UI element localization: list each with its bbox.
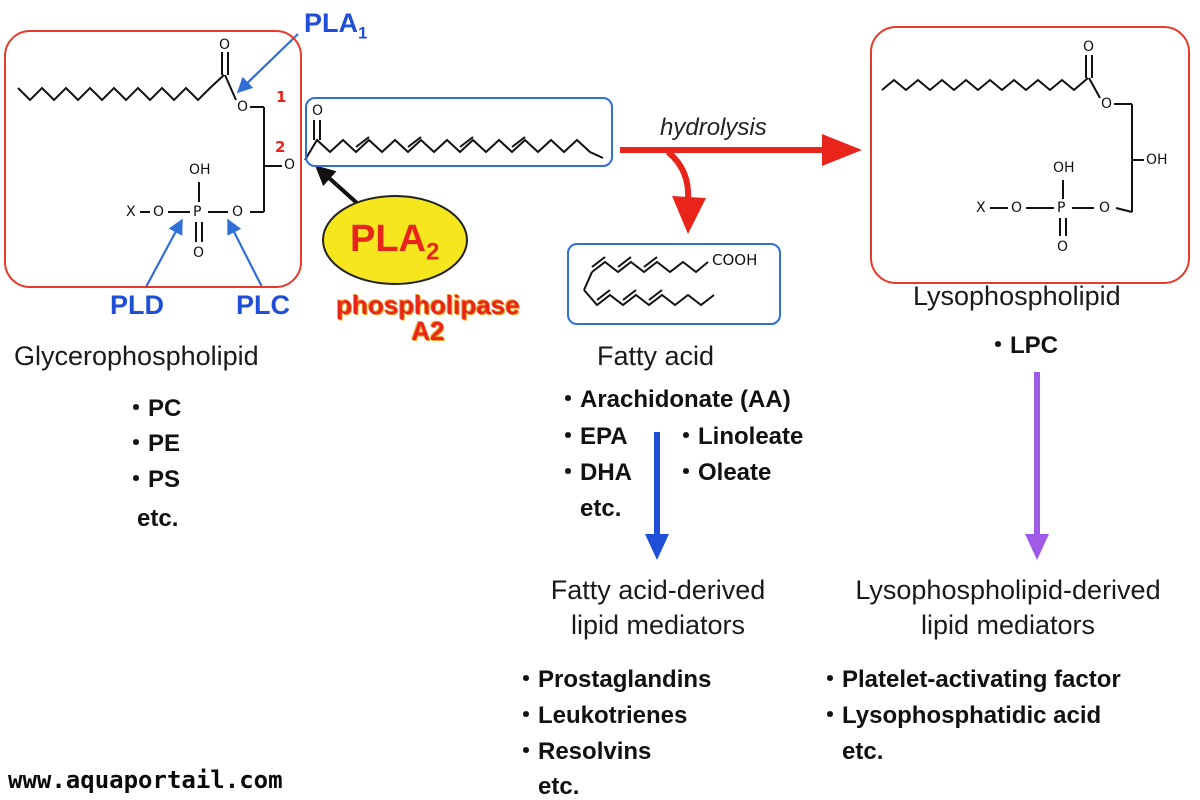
lyso-mediator-paf: Platelet-activating factor — [840, 668, 1121, 692]
lyso-acyl-chain — [881, 77, 1089, 92]
pla2-arrow — [315, 165, 360, 206]
fatty-acid-title: Fatty acid — [597, 341, 715, 371]
fatty-acid-chain-bottom — [583, 289, 715, 307]
lyso-mediator-lpa: Lysophosphatidic acid — [840, 704, 1101, 728]
lyso-oh-phosphate: OH — [1053, 160, 1075, 176]
fa-mediator-prostaglandins: Prostaglandins — [536, 668, 711, 692]
fatty-acid-example-linoleate: Linoleate — [696, 425, 803, 449]
fatty-acid-cooh: COOH — [712, 251, 758, 269]
gpl-example-ps: PS — [146, 468, 180, 492]
lyso-o-left: O — [1011, 200, 1023, 216]
gpl-x: X — [126, 204, 136, 220]
lysophospholipid-box — [870, 26, 1190, 284]
gpl-oh: OH — [189, 162, 211, 178]
gpl-example-pe: PE — [146, 432, 180, 456]
fa-mediators-etc: etc. — [538, 773, 580, 800]
fatty-acid-example-epa: EPA — [578, 425, 628, 449]
sn2-acyl-chain — [304, 138, 604, 161]
fatty-acid-example-oleate: Oleate — [696, 461, 771, 485]
gpl-o-chain2: O — [284, 157, 296, 173]
gpl-o-bottom: O — [193, 245, 205, 261]
fa-mediator-leukotrienes: Leukotrienes — [536, 704, 687, 728]
gpl-etc: etc. — [137, 505, 179, 532]
hydrolysis-label: hydrolysis — [660, 114, 767, 141]
pla2-label: PLA2 — [350, 218, 440, 266]
fatty-acid-box — [567, 243, 781, 325]
fatty-acid-example-aa: Arachidonate (AA) — [578, 388, 791, 412]
glycerophospholipid-title: Glycerophospholipid — [14, 341, 259, 371]
fatty-acid-branch-arrow — [666, 149, 692, 201]
sn1-acyl-chain — [17, 74, 225, 102]
lyso-o-ester: O — [1101, 96, 1113, 112]
gpl-o-left: O — [153, 204, 165, 220]
plc-label: PLC — [236, 290, 290, 320]
gpl-o-carbonyl: O — [219, 37, 231, 53]
gpl-o-ester1: O — [237, 99, 249, 115]
lysophospholipid-title: Lysophospholipid — [913, 281, 1121, 311]
sn2-o-carbonyl: O — [312, 103, 324, 119]
gpl-p: P — [193, 204, 202, 220]
fatty-acid-example-dha: DHA — [578, 461, 632, 485]
pla1-label: PLA1 — [304, 8, 368, 43]
fatty-acid-chain-top — [591, 260, 709, 274]
pld-label: PLD — [110, 290, 164, 320]
plc-arrow — [227, 218, 263, 288]
lyso-x: X — [976, 200, 986, 216]
glycerophospholipid-box — [4, 30, 302, 288]
gpl-example-pc: PC — [146, 397, 181, 421]
fa-mediator-resolvins: Resolvins — [536, 740, 651, 764]
watermark: www.aquaportail.com — [8, 766, 283, 794]
position-1-label: 1 — [276, 88, 287, 106]
lyso-oh-glycerol: OH — [1146, 152, 1168, 168]
gpl-o-right: O — [232, 204, 244, 220]
lyso-example-lpc: LPC — [1008, 334, 1058, 358]
lyso-o-bottom: O — [1057, 239, 1069, 255]
position-2-label: 2 — [275, 138, 286, 156]
fatty-acid-etc: etc. — [580, 495, 622, 522]
lyso-o-right: O — [1099, 200, 1111, 216]
pld-arrow — [145, 218, 183, 288]
sn2-chain-box — [305, 97, 613, 167]
lyso-mediators-etc: etc. — [842, 738, 884, 765]
lyso-p: P — [1057, 200, 1066, 216]
lyso-o-carbonyl: O — [1083, 39, 1095, 55]
pla2-ellipse — [322, 195, 468, 285]
